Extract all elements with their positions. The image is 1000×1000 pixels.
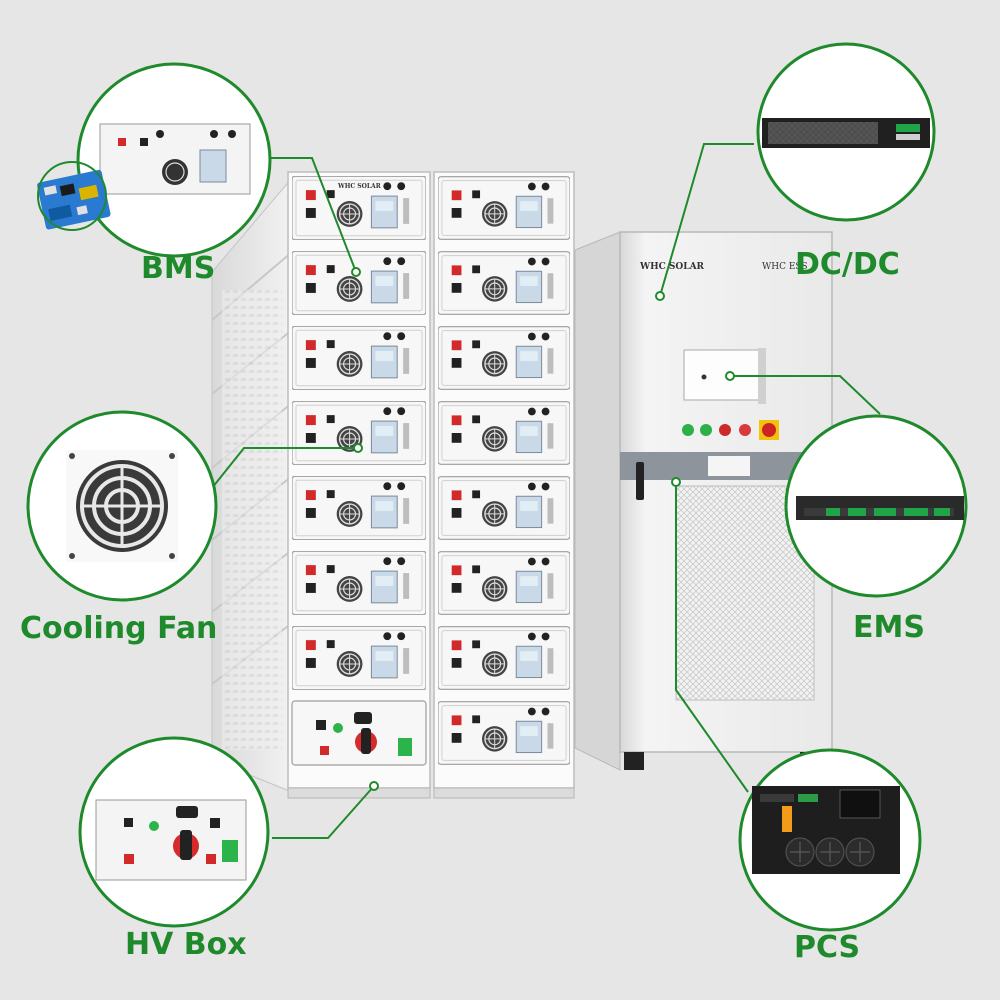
- bms-callout: [37, 62, 272, 258]
- callout-lines: [211, 143, 881, 839]
- pcs-callout: [738, 748, 922, 932]
- callout-dots: [351, 267, 735, 791]
- rack-brand-logo: WHC SOLAR: [338, 183, 381, 190]
- bms-label: BMS: [141, 251, 216, 286]
- ems-callout: [784, 414, 968, 598]
- cooling-fan-label: Cooling Fan: [20, 611, 218, 646]
- cabinet-brand-logo: WHC SOLAR: [640, 262, 705, 272]
- dcdc-label: DC/DC: [795, 247, 900, 282]
- battery-rack-group: [211, 171, 575, 799]
- ems-label: EMS: [853, 610, 925, 645]
- cabinet-model-label: WHC ESS: [762, 262, 808, 272]
- cooling-fan-callout: [26, 410, 218, 602]
- hv-box-label: HV Box: [125, 927, 247, 962]
- dcdc-callout: [756, 42, 936, 222]
- hv-box-callout: [78, 736, 270, 928]
- pcs-label: PCS: [794, 930, 861, 965]
